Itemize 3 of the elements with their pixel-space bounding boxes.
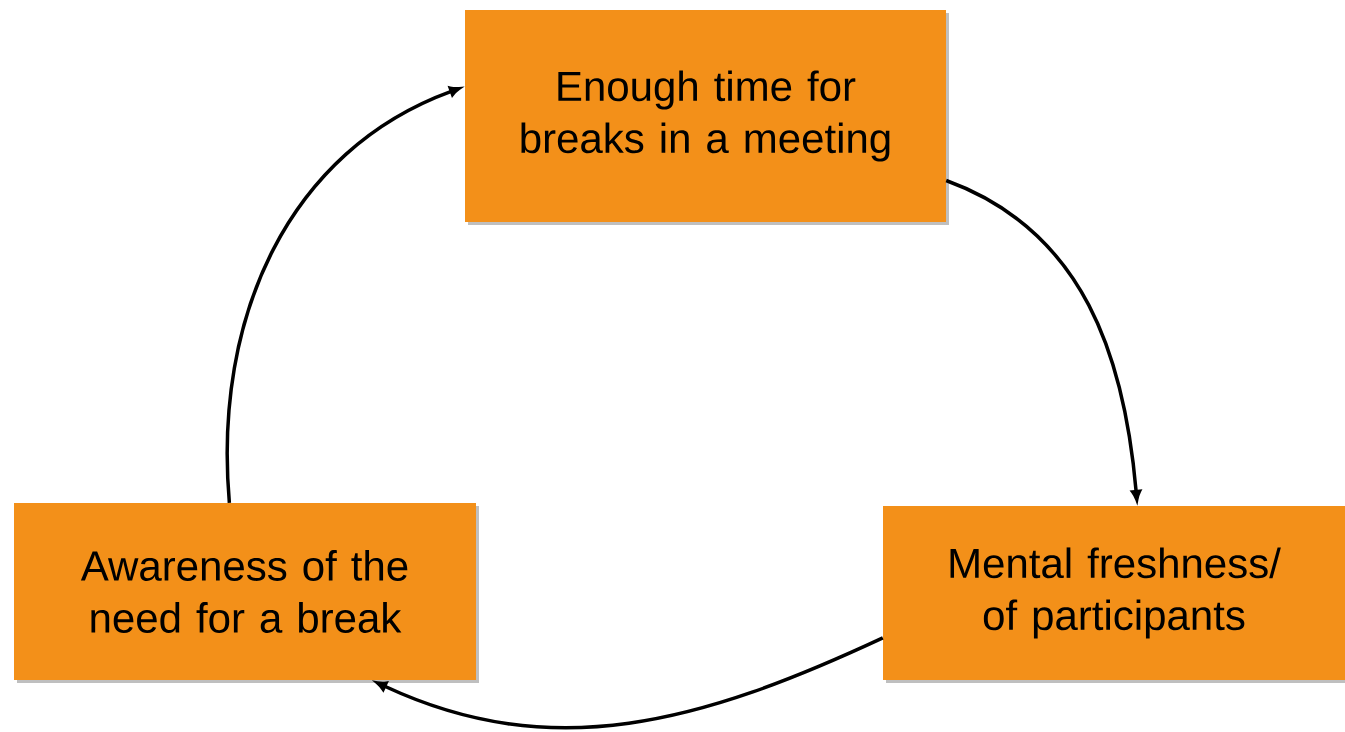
process-box: Enough time for breaks in a meeting [465,10,949,225]
process-box: Mental freshness/ of participants [883,506,1345,683]
process-box: Awareness of the need for a break [14,503,479,683]
